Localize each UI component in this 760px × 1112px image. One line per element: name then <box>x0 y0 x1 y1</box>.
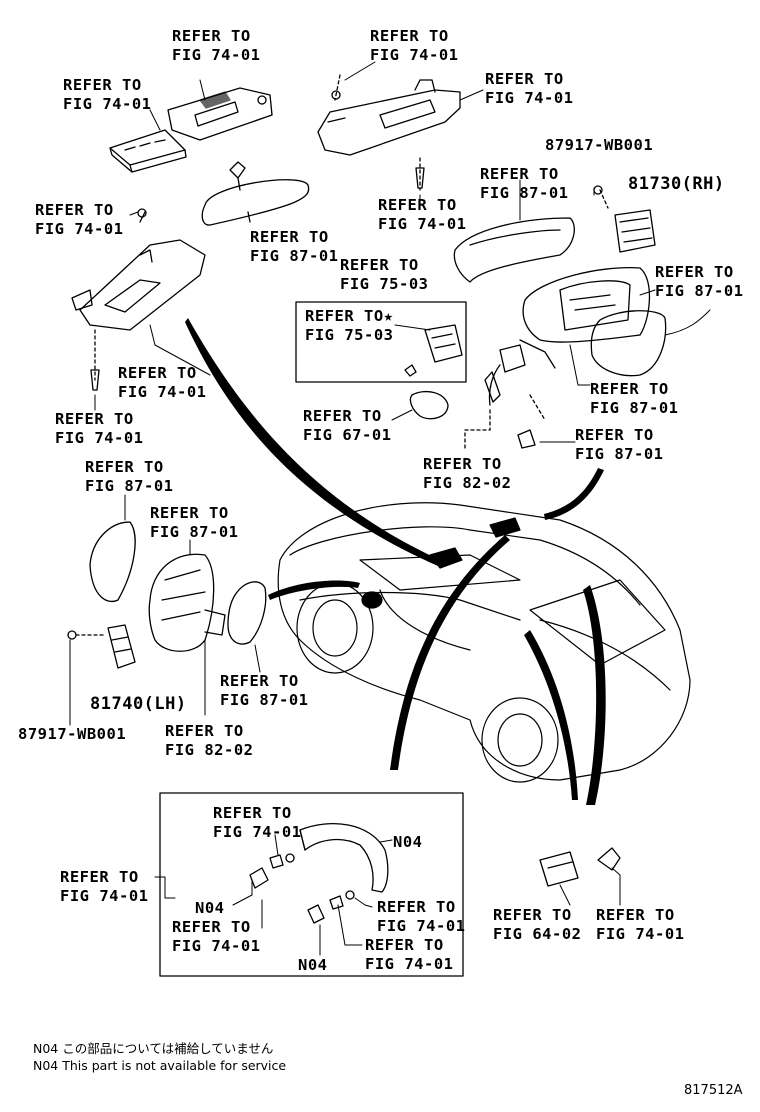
footnote-japanese: N04 この部品については補給していません <box>33 1041 274 1056</box>
sun-visor-left <box>71 208 206 331</box>
mirror-glass-right <box>590 310 667 377</box>
bolt-icon-right <box>517 429 536 449</box>
inset-lamp-part <box>404 324 463 377</box>
component-81730 <box>593 185 656 253</box>
rearview-mirror <box>201 161 310 226</box>
footnote-english: N04 This part is not available for servi… <box>33 1058 287 1073</box>
part-number-81730-rh: 81730(RH) <box>628 174 725 194</box>
n04-label-c: N04 <box>298 956 328 974</box>
component-81740 <box>67 624 136 669</box>
callout-fig-75-03-i: REFER TO★FIG 75-03 <box>305 307 394 344</box>
side-mirror-housing-right <box>499 266 651 373</box>
visor-holder-part-left <box>109 129 187 173</box>
part-number-87917-rh: 87917-WB001 <box>545 136 654 154</box>
swoosh-leaders <box>185 318 606 805</box>
side-mirror-housing-left <box>148 553 226 652</box>
mirror-glass-left <box>227 581 267 645</box>
inset-box-75-03 <box>295 301 467 383</box>
screw-icon-1 <box>415 167 425 189</box>
part-number-81740-lh: 81740(LH) <box>90 694 187 714</box>
inset-box-grab-handle <box>159 792 464 977</box>
clip-74-01 <box>597 847 621 871</box>
mirror-cover-upper <box>453 217 575 283</box>
vehicle-body <box>277 502 691 783</box>
part-number-87917-lh: 87917-WB001 <box>18 725 127 743</box>
n04-label-a: N04 <box>393 833 423 851</box>
switch-64-02 <box>539 851 579 887</box>
screw-icon-2 <box>90 369 100 391</box>
mirror-harness <box>488 364 501 406</box>
visor-plate-top-left <box>167 87 273 141</box>
mirror-cover-left <box>89 521 136 602</box>
leader-lines <box>69 61 711 956</box>
grab-handle-assembly <box>249 822 389 924</box>
harness-connector <box>484 371 501 403</box>
lamp-67-01 <box>409 391 449 420</box>
sun-visor-top-center <box>317 74 461 156</box>
n04-label-b: N04 <box>195 899 225 917</box>
diagram-code: 817512A <box>684 1083 743 1098</box>
